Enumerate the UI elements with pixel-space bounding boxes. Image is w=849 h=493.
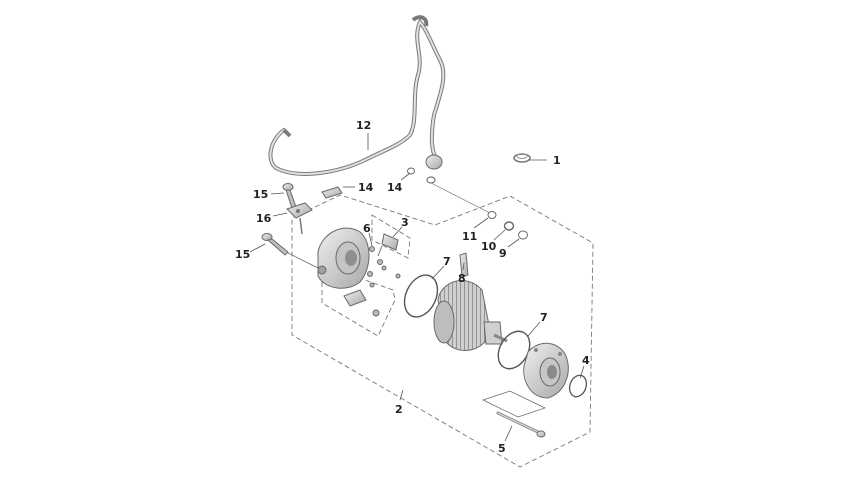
callout-6: 6 [363, 222, 371, 235]
lead-11 [473, 217, 489, 229]
brush-group-outline [321, 279, 396, 337]
washer-9 [518, 230, 528, 240]
end-housing [317, 227, 370, 289]
washer-11 [487, 211, 497, 219]
callout-5: 5 [498, 442, 506, 455]
lead-7a [431, 265, 445, 280]
callout-8: 8 [458, 272, 466, 285]
callout-7-left: 7 [443, 255, 451, 268]
drive-end-cover [523, 342, 569, 399]
assembly-outline [291, 194, 594, 468]
lead-7b [527, 321, 541, 337]
callout-12: 12 [356, 119, 371, 132]
o-ring-7-left [403, 274, 439, 318]
lead-2 [399, 389, 404, 401]
terminal-lead [430, 182, 491, 214]
callout-7-right: 7 [540, 311, 548, 324]
lead-15b [249, 243, 266, 253]
callout-15-lower: 15 [235, 248, 250, 261]
lead-6 [368, 232, 373, 247]
lead-5 [504, 425, 513, 442]
harness-boot [425, 154, 443, 170]
brush-holder-parts [343, 246, 401, 317]
wiring-harness [268, 15, 446, 184]
callout-11: 11 [462, 230, 477, 243]
bolt-lead [287, 252, 319, 269]
lead-16 [272, 212, 288, 217]
bolt-15-lower [261, 233, 289, 256]
brush-plate-outline [371, 214, 411, 259]
bolt-15-top [282, 183, 297, 209]
lead-15a [270, 192, 285, 195]
lead-4 [579, 365, 585, 379]
lead-10 [493, 229, 506, 241]
callout-2: 2 [395, 403, 403, 416]
callout-9: 9 [499, 247, 507, 260]
callout-16: 16 [256, 212, 272, 225]
ring-4 [568, 374, 588, 398]
callout-4: 4 [582, 354, 590, 367]
brush-plate-3 [377, 233, 399, 257]
lead-9 [507, 238, 520, 248]
part-1-clip [513, 153, 531, 163]
callout-3: 3 [401, 216, 409, 229]
washer-10 [503, 221, 515, 231]
callout-15-top: 15 [253, 188, 268, 201]
lead-3 [392, 226, 403, 238]
callout-10: 10 [481, 240, 497, 253]
bolt-group-outline [482, 390, 546, 418]
bracket-16 [286, 202, 313, 235]
connector-14 [321, 186, 343, 199]
callout-1: 1 [553, 154, 561, 167]
lead-14b [400, 172, 411, 181]
armature [433, 280, 508, 351]
callout-14-connector: 14 [358, 181, 374, 194]
washer-14 [407, 167, 415, 175]
callout-14-washer: 14 [387, 181, 403, 194]
long-bolt-5 [496, 411, 546, 438]
lead-8 [462, 262, 465, 271]
